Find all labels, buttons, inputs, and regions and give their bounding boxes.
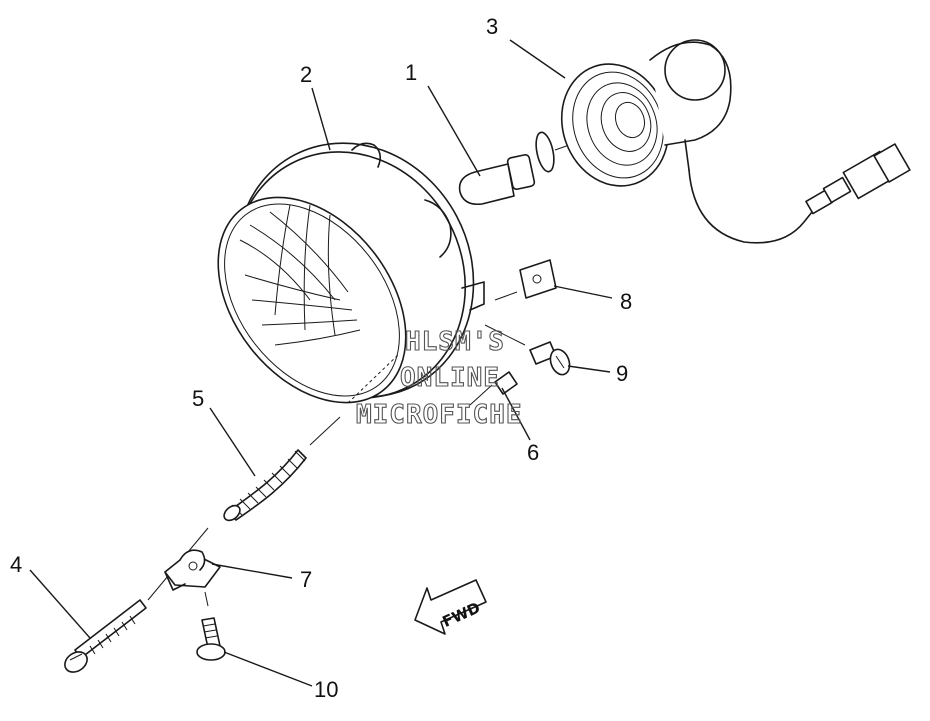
socket-part-3	[560, 39, 911, 244]
callout-6: 6	[527, 440, 539, 465]
callout-10: 10	[314, 677, 338, 702]
headlight-housing-part-2	[217, 142, 485, 404]
callout-2: 2	[300, 62, 312, 87]
bolt-part-10	[196, 617, 226, 661]
spring-part-5	[147, 416, 341, 601]
watermark: HLSM'S ONLINE MICROFICHE	[355, 326, 523, 430]
leader-lines	[29, 39, 613, 687]
callout-4: 4	[10, 552, 22, 577]
adjuster-part-6	[469, 371, 518, 406]
fwd-arrow-icon: FWD	[414, 579, 487, 635]
watermark-line-2: ONLINE	[400, 363, 500, 393]
callout-7: 7	[300, 567, 312, 592]
bolt-part-4	[64, 599, 147, 673]
callout-1: 1	[405, 60, 417, 85]
callout-9: 9	[616, 361, 628, 386]
watermark-line-3: MICROFICHE	[356, 400, 523, 430]
watermark-line-1: HLSM'S	[405, 327, 505, 357]
nut-plate-part-8	[494, 259, 557, 301]
bracket-part-7	[164, 549, 221, 607]
callout-3: 3	[486, 14, 498, 39]
callout-5: 5	[192, 386, 204, 411]
callout-8: 8	[620, 289, 632, 314]
screw-part-9	[484, 324, 571, 376]
